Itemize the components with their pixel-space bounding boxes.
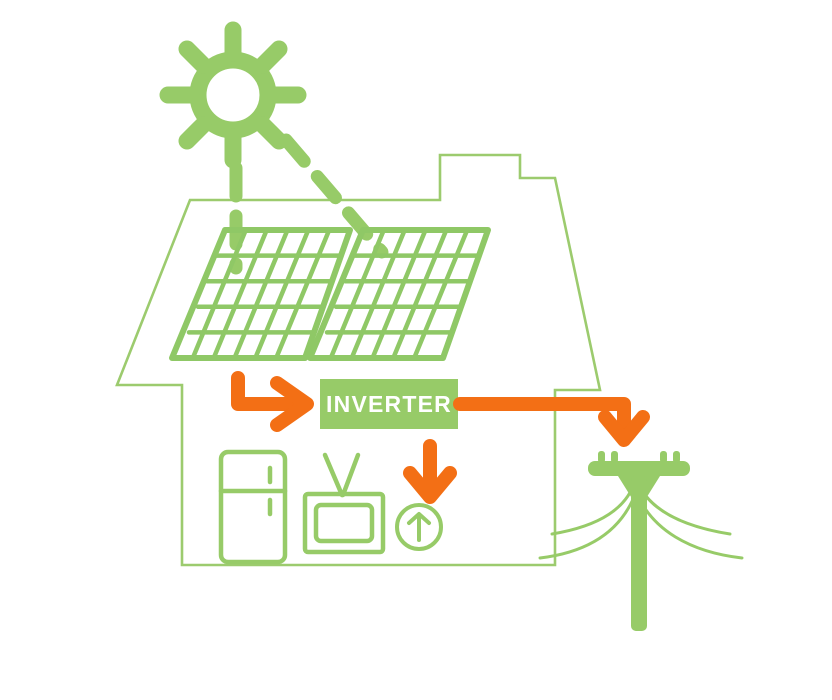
inverter-box-background[interactable] bbox=[320, 379, 458, 429]
panel-right-col-1 bbox=[328, 227, 387, 361]
panel-right-col-4 bbox=[391, 227, 449, 361]
insulator-2 bbox=[611, 451, 618, 463]
solar-panel-right bbox=[307, 227, 491, 361]
panel-right-col-2 bbox=[349, 227, 407, 361]
arrow-inverter-to-grid-head bbox=[598, 410, 650, 447]
sun-ray-dashed-diagonal bbox=[279, 133, 389, 259]
inverter-box[interactable]: INVERTER bbox=[320, 379, 458, 429]
panel-left-col-5 bbox=[273, 227, 332, 361]
utility-pole-icon bbox=[538, 451, 744, 631]
sun-ray-ne bbox=[254, 40, 288, 74]
panel-left-col-4 bbox=[253, 227, 311, 361]
arrow-inverter-to-appliances-head bbox=[403, 466, 457, 504]
tv-antenna-right bbox=[340, 452, 361, 498]
insulator-1 bbox=[598, 451, 605, 463]
solar-panel-left-grid bbox=[186, 227, 344, 361]
house-body-path bbox=[115, 153, 602, 567]
utility-pole-insulators bbox=[598, 451, 680, 463]
arrow-inverter-to-grid bbox=[453, 397, 650, 447]
television-icon bbox=[302, 452, 386, 555]
tv-antenna-left bbox=[322, 452, 345, 498]
arrow-panels-to-inverter bbox=[231, 371, 314, 432]
utility-pole-mast bbox=[631, 476, 647, 631]
panel-left-col-3 bbox=[232, 227, 290, 361]
inverter-label: INVERTER bbox=[326, 391, 452, 417]
tv-body bbox=[302, 491, 386, 555]
power-line-upper-left bbox=[550, 476, 638, 536]
refrigerator-body bbox=[218, 449, 288, 565]
power-outlet-arrow-head bbox=[407, 512, 431, 525]
sun-ray-sw bbox=[178, 116, 212, 150]
sun-ray-se bbox=[254, 116, 288, 150]
panel-left-col-1 bbox=[190, 227, 249, 361]
power-outlet-circle bbox=[395, 503, 443, 551]
refrigerator-icon bbox=[218, 449, 288, 565]
arrow-inverter-to-grid-shaft bbox=[453, 397, 631, 435]
sunlight-rays bbox=[229, 133, 389, 275]
sun-icon bbox=[159, 21, 307, 169]
panel-left-col-2 bbox=[211, 227, 269, 361]
power-outlet-icon bbox=[395, 503, 443, 551]
arrow-panels-to-inverter-head bbox=[270, 376, 314, 432]
utility-pole-crossarm bbox=[588, 461, 690, 476]
sun-ray-nw bbox=[178, 40, 212, 74]
panel-right-col-5 bbox=[411, 227, 470, 361]
arrow-panels-to-inverter-shaft bbox=[231, 371, 295, 411]
insulator-4 bbox=[673, 451, 680, 463]
power-line-lower-left bbox=[538, 490, 638, 560]
solar-panel-right-grid bbox=[324, 227, 482, 361]
insulator-3 bbox=[660, 451, 667, 463]
house-outline bbox=[115, 153, 602, 567]
solar-panel-left bbox=[169, 227, 353, 361]
sun-rays bbox=[159, 21, 307, 169]
arrow-inverter-to-appliances bbox=[403, 439, 457, 504]
panel-right-col-3 bbox=[370, 227, 428, 361]
tv-screen bbox=[313, 502, 375, 544]
